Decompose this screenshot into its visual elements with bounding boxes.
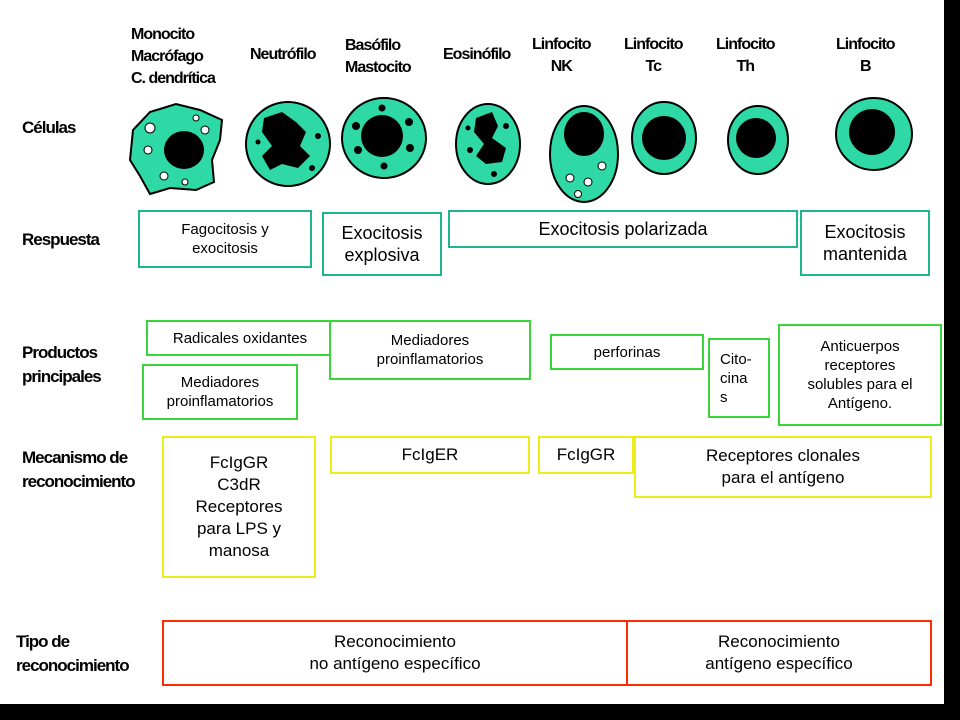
linfocito-tc-cell-icon (631, 101, 697, 175)
header-linfocito-b: Linfocito B (836, 36, 896, 75)
eosinofilo-cell-icon (455, 103, 521, 185)
header-monocito: Monocito Macrófago C. dendrítica (131, 26, 216, 87)
tipo-no-especifico-box: Reconocimiento no antígeno específico (162, 620, 628, 686)
respuesta-polarizada-box: Exocitosis polarizada (448, 210, 798, 248)
row-label-respuesta: Respuesta (22, 230, 100, 249)
header-linfocito-tc: Linfocito Tc (624, 36, 684, 75)
mecanismo-fcige-box: FcIgER (330, 436, 530, 474)
linfocito-b-cell-icon (835, 97, 913, 171)
producto-anticuerpos-box: Anticuerpos receptores solubles para el … (778, 324, 942, 426)
header-linfocito-th: Linfocito Th (716, 36, 776, 75)
header-basofilo: Basófilo Mastocito (345, 37, 412, 76)
row-label-tipo: Tipo de reconocimiento (16, 632, 130, 675)
cells-illustration (128, 97, 913, 203)
basofilo-cell-icon (341, 97, 427, 179)
neutrofilo-cell-icon (245, 101, 331, 187)
mecanismo-fcig-box: FcIgGR (538, 436, 634, 474)
respuesta-fagocitosis-box: Fagocitosis y exocitosis (138, 210, 312, 268)
producto-citocinas-box: Cito- cina s (708, 338, 770, 418)
linfocito-nk-cell-icon (549, 105, 619, 203)
header-eosinofilo: Eosinófilo (443, 46, 511, 63)
header-linfocito-nk: Linfocito NK (532, 36, 592, 75)
linfocito-th-cell-icon (727, 105, 789, 175)
producto-perforinas-box: perforinas (550, 334, 704, 370)
mecanismo-clonales-box: Receptores clonales para el antígeno (634, 436, 932, 498)
producto-radicales-box: Radicales oxidantes (146, 320, 334, 356)
header-neutrofilo: Neutrófilo (250, 46, 317, 63)
producto-mediadores-1-box: Mediadores proinflamatorios (142, 364, 298, 420)
monocito-cell-icon (128, 102, 224, 196)
row-label-mecanismo: Mecanismo de reconocimiento (22, 448, 136, 491)
slide-canvas: Monocito Macrófago C. dendrítica Neutróf… (0, 0, 944, 704)
producto-mediadores-2-box: Mediadores proinflamatorios (329, 320, 531, 380)
row-label-celulas: Células (22, 118, 76, 137)
respuesta-mantenida-box: Exocitosis mantenida (800, 210, 930, 276)
mecanismo-fcigr-c3dr-box: FcIgGR C3dR Receptores para LPS y manosa (162, 436, 316, 578)
tipo-especifico-box: Reconocimiento antígeno específico (626, 620, 932, 686)
respuesta-explosiva-box: Exocitosis explosiva (322, 212, 442, 276)
row-label-productos: Productos principales (22, 343, 102, 386)
